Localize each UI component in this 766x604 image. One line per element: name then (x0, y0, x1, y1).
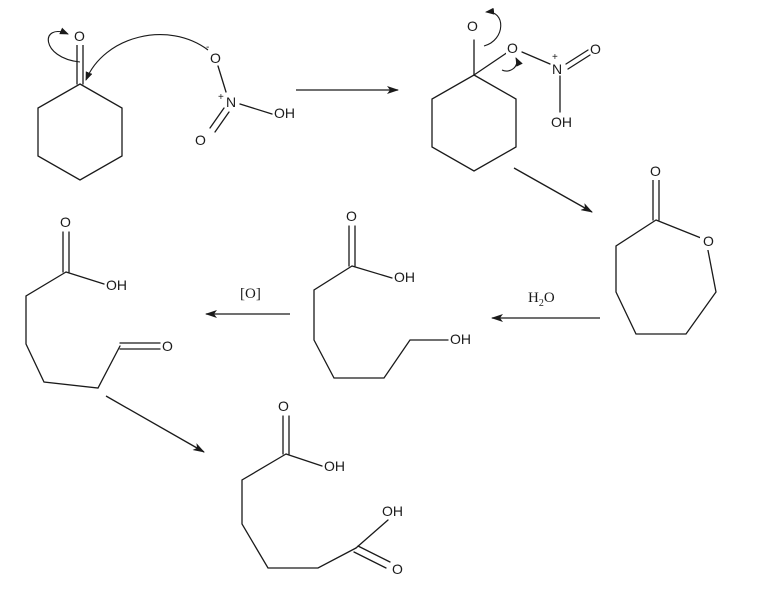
caprolactone: O O (615, 162, 717, 335)
adipic-chain (241, 453, 357, 569)
adipic-c6-oh: OH (382, 503, 403, 519)
curly-arrow-peroxy (501, 57, 523, 72)
peroxy-oxygen: O (507, 40, 518, 56)
tetrahedral-intermediate: O O + N O OH (431, 7, 601, 172)
hydroxy-acid-carbonyl-oxygen: O (346, 208, 357, 224)
hydroxy-acid-c-oh (351, 265, 393, 279)
nitrate-oxygen: O (210, 50, 221, 66)
terminal-hydroxyl: OH (450, 331, 471, 347)
bond-n-o-double-b (214, 111, 230, 133)
cyclohexane-ring (37, 83, 123, 181)
adipic-c6-carbonyl-b (357, 545, 391, 563)
adipic-c1-oh: OH (324, 458, 345, 474)
oxohexanoic-acid: O OH O (25, 214, 173, 389)
hydroxy-acid-oh: OH (394, 269, 415, 285)
nitrogen-int: N (552, 61, 562, 77)
charge-plus-int: + (552, 52, 558, 63)
adipic-c1-oh (285, 453, 323, 467)
oxo-acid-chain (25, 271, 121, 389)
bond-n-o-double-int-b (567, 54, 591, 70)
reaction-arrow-2 (513, 167, 593, 213)
curly-arrow-alkoxide (483, 7, 502, 47)
adipic-acid: O OH OH O (241, 398, 403, 577)
bond-o-n-int (521, 51, 551, 65)
reaction-arrow-5 (105, 395, 205, 453)
lactone-carbonyl-oxygen: O (650, 163, 661, 179)
nitrate-oxygen-int: O (590, 41, 601, 57)
bond-o-n (217, 65, 227, 93)
carbonyl-oxygen: O (74, 28, 85, 44)
adipic-c6-carbonyl-oxygen: O (392, 561, 403, 577)
hydroxyl-int: OH (551, 114, 572, 130)
adipic-c6-oh (355, 519, 389, 549)
adipic-c1-carbonyl-oxygen: O (278, 398, 289, 414)
aldehyde-oxygen: O (162, 338, 173, 354)
nitrogen: N (226, 94, 236, 110)
cyclohexanone: O (37, 27, 209, 181)
charge-minus: - (206, 42, 209, 53)
alkoxide-oxygen: O (467, 18, 478, 34)
bond-c-o-peroxy (473, 51, 509, 76)
hydroxy-acid-chain (313, 265, 449, 379)
intermediate-ring (431, 74, 517, 172)
hydroxyl: OH (274, 105, 295, 121)
hydroxyhexanoic-acid: O OH OH (313, 208, 471, 379)
reagent-water: H2O (528, 290, 555, 309)
reagent-oxidation: [O] (240, 286, 261, 302)
adipic-c6-carbonyl-a (353, 551, 387, 569)
curly-arrow-nucleophilic-attack (85, 34, 209, 81)
bond-n-oh (239, 103, 273, 115)
charge-plus: + (218, 92, 224, 103)
lactone-ring-oxygen: O (703, 233, 714, 249)
oxo-acid-oh: OH (106, 277, 127, 293)
curly-arrow-pi-shift (47, 27, 81, 63)
oxo-acid-c-oh (65, 271, 105, 285)
nitro-oxygen: O (195, 132, 206, 148)
nitric-acid: - O + N OH O (195, 42, 295, 148)
bond-n-o-double-a (209, 107, 225, 129)
bond-n-o-double-int-a (565, 49, 589, 65)
oxo-acid-carbonyl-oxygen: O (60, 214, 71, 230)
